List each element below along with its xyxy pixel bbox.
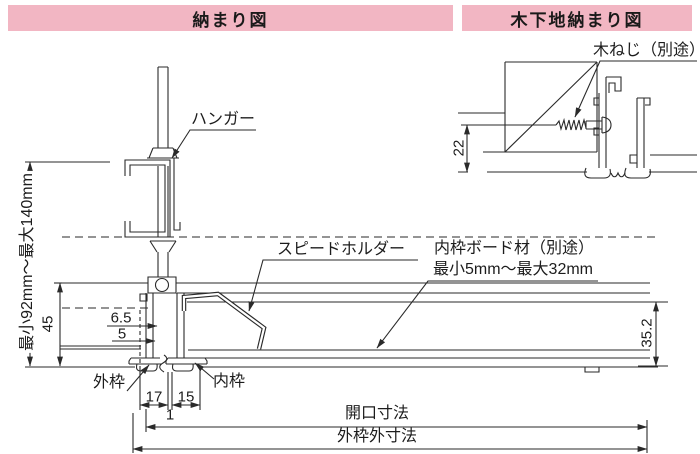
wood-screw <box>461 116 612 134</box>
sub-board-lines <box>458 151 697 173</box>
break-mark <box>159 354 168 373</box>
wood-block <box>504 61 598 153</box>
dim-45: 45 <box>39 315 57 333</box>
furring-profile <box>629 97 651 168</box>
turnbuckle <box>147 276 177 294</box>
dim-15: 15 <box>177 388 195 406</box>
inner-board-label-line1: 内枠ボード材（別途） <box>433 240 595 257</box>
outer-frame-profile <box>128 293 162 372</box>
ceiling-trim <box>584 167 651 179</box>
dim-1: 1 <box>165 406 175 424</box>
leader-lines <box>126 129 598 392</box>
dim-35-2: 35.2 <box>638 318 656 348</box>
opening-dimension-label: 開口寸法 <box>344 405 410 422</box>
ceiling-band-lines <box>25 282 658 373</box>
main-diagram-title-bar: 納まり図 <box>8 5 453 31</box>
inner-frame-profile <box>165 292 208 372</box>
wood-screw-leader <box>574 60 697 118</box>
dim-17: 17 <box>145 388 163 406</box>
speed-holder-label: スピードホルダー <box>276 241 406 258</box>
sub-diagram-title-bar: 木下地納まり図 <box>462 5 692 31</box>
dim-height-range: 最小92mm〜最大140mm <box>18 171 37 353</box>
dim-6-5: 6.5 <box>110 309 132 327</box>
main-diagram-title: 納まり図 <box>192 10 269 30</box>
frame-profile <box>593 76 622 168</box>
outer-frame-label: 外枠 <box>92 374 126 391</box>
hanger-label: ハンガー <box>190 111 256 128</box>
hanging-bolt <box>148 66 178 277</box>
hanger-channel <box>124 157 181 238</box>
outer-width-dimension-label: 外枠外寸法 <box>336 428 418 445</box>
ceiling-reference-lines <box>62 236 655 309</box>
inner-board-label-line2: 最小5mm〜最大32mm <box>432 261 594 278</box>
dim-22: 22 <box>450 139 468 157</box>
wood-screw-label: 木ねじ（別途） <box>592 42 700 59</box>
speed-holder-clip <box>181 291 267 350</box>
inner-frame-label: 内枠 <box>212 373 246 390</box>
sub-diagram-title: 木下地納まり図 <box>510 10 644 30</box>
dim-5: 5 <box>117 325 127 343</box>
